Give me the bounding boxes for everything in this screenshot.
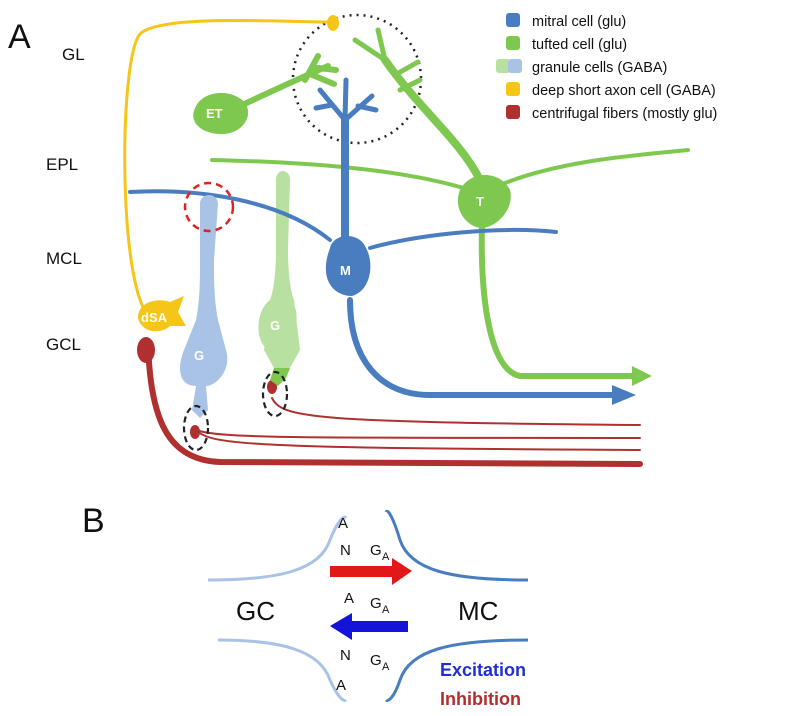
legend: mitral cell (glu) tufted cell (glu) gran… xyxy=(496,13,717,122)
synapse-right-g-3: G xyxy=(370,652,382,669)
synapse-right-g-1: G xyxy=(370,542,382,559)
panel-b-letter: B xyxy=(82,502,105,540)
synapse-right-a-3: A xyxy=(382,661,390,673)
legend-label-dsa: deep short axon cell (GABA) xyxy=(532,83,716,99)
gc-label: GC xyxy=(236,596,275,626)
granule-blue-label: G xyxy=(194,348,204,363)
synapse-left-letter-3: A xyxy=(344,590,354,607)
mc-outline xyxy=(384,509,529,702)
et-cell-label: ET xyxy=(206,106,223,121)
legend-swatch-centrifugal xyxy=(506,105,520,119)
mitral-cell-label: M xyxy=(340,263,351,278)
excitation-label: Excitation xyxy=(440,660,526,680)
external-tufted-cell: ET xyxy=(193,53,339,135)
layer-label-mcl: MCL xyxy=(46,249,82,268)
legend-label-mitral: mitral cell (glu) xyxy=(532,14,626,30)
deep-short-axon-cell: dSA xyxy=(123,15,339,332)
synapse-right-g-2: G xyxy=(370,595,382,612)
granule-cell-blue: G xyxy=(180,181,235,452)
legend-label-tufted: tufted cell (glu) xyxy=(532,37,627,53)
excitation-arrow-red xyxy=(330,558,412,585)
tufted-cell-label: T xyxy=(476,194,484,209)
layer-label-epl: EPL xyxy=(46,155,78,174)
synapse-right-a-2: A xyxy=(382,604,390,616)
dsa-cell-label: dSA xyxy=(141,310,168,325)
granule-cell-green: G xyxy=(258,171,300,418)
legend-swatch-tufted xyxy=(506,36,520,50)
mc-label: MC xyxy=(458,596,498,626)
synapse-left-letter-1: A xyxy=(338,515,348,532)
legend-label-granule: granule cells (GABA) xyxy=(532,60,667,76)
mitral-cell: M xyxy=(128,77,636,405)
legend-label-centrifugal: centrifugal fibers (mostly glu) xyxy=(532,106,717,122)
synapse-left-letter-5: A xyxy=(336,677,346,694)
inhibition-arrow-blue xyxy=(330,613,408,640)
centrifugal-fibers xyxy=(137,337,643,467)
inhibition-label: Inhibition xyxy=(440,689,521,709)
legend-swatch-dsa xyxy=(506,82,520,96)
legend-swatch-granule-green xyxy=(496,59,510,73)
synapse-left-letter-2: N xyxy=(340,542,351,559)
panel-a-letter: A xyxy=(8,18,31,56)
dendrodendritic-synapse-highlight xyxy=(183,181,235,233)
synapse-left-letter-4: N xyxy=(340,647,351,664)
layer-label-gl: GL xyxy=(62,45,85,64)
layer-label-gcl: GCL xyxy=(46,335,81,354)
legend-swatch-granule-blue xyxy=(508,59,522,73)
synapse-right-a-1: A xyxy=(382,551,390,563)
gc-outline xyxy=(207,515,348,702)
granule-green-label: G xyxy=(270,318,280,333)
legend-swatch-mitral xyxy=(506,13,520,27)
